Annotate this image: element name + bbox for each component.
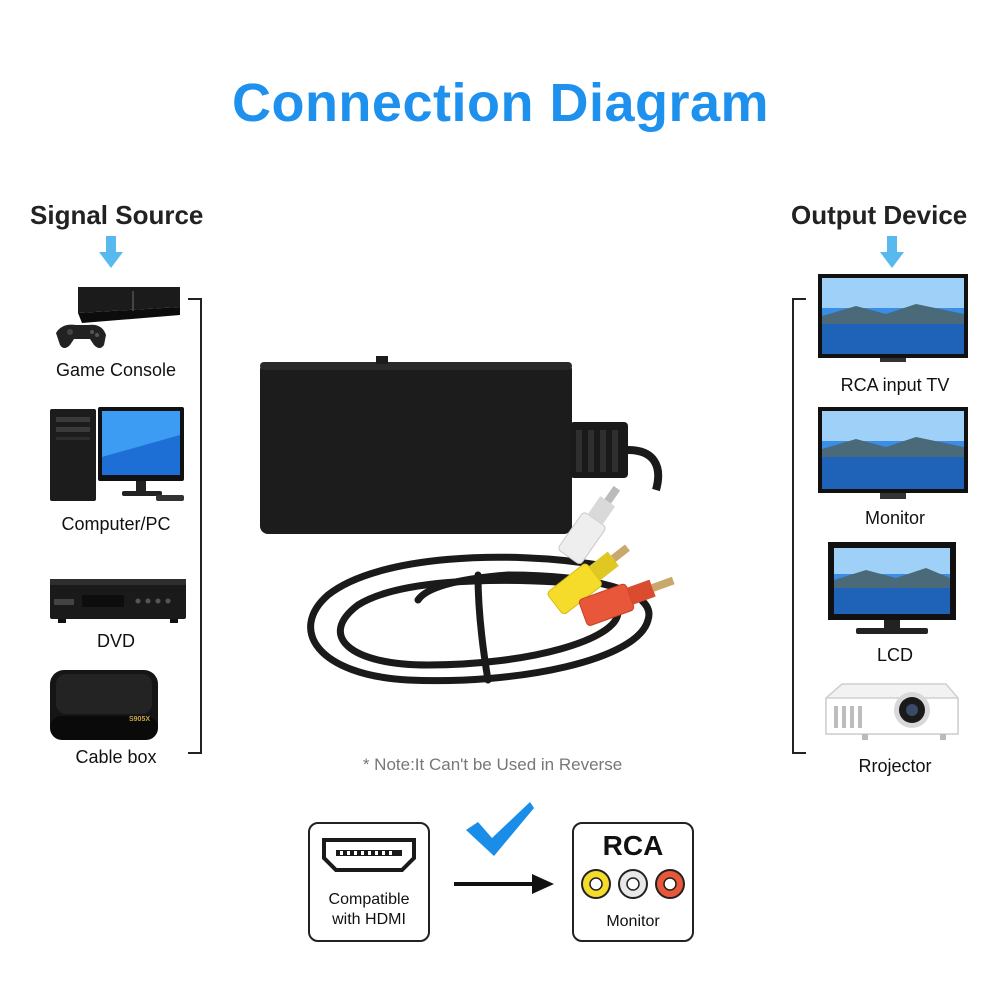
hdmi-to-rca-adapter [260, 356, 675, 685]
output-bracket [792, 298, 806, 754]
source-label-game-console: Game Console [55, 360, 177, 380]
projector-icon [825, 683, 959, 740]
output-label-projector: Rrojector [858, 756, 932, 776]
source-label-dvd: DVD [96, 631, 135, 651]
source-bracket [188, 298, 202, 754]
cable-box-icon [50, 670, 158, 740]
tv-icon [818, 274, 968, 362]
checkmark-icon [466, 802, 534, 856]
right-arrow-icon [454, 874, 554, 894]
down-arrow-icon [99, 236, 123, 268]
source-label-computer: Computer/PC [61, 514, 171, 534]
hdmi-input-box: Compatible with HDMI [308, 822, 430, 942]
rca-box-label: Monitor [606, 913, 660, 930]
monitor-icon [818, 407, 968, 499]
rca-output-box: RCA Monitor [572, 822, 694, 942]
hdmi-box-line2: with HDMI [332, 911, 406, 928]
output-label-monitor: Monitor [864, 508, 926, 528]
page-title: Connection Diagram [231, 73, 770, 133]
down-arrow-icon [880, 236, 904, 268]
signal-source-heading: Signal Source [30, 200, 204, 230]
output-device-heading: Output Device [791, 200, 968, 230]
output-label-lcd: LCD [876, 645, 913, 665]
reverse-note: * Note:It Can't be Used in Reverse [362, 755, 623, 774]
output-label-tv: RCA input TV [840, 375, 950, 395]
hdmi-box-line1: Compatible [328, 891, 410, 908]
lcd-icon [828, 542, 956, 634]
computer-icon [50, 407, 184, 501]
dvd-player-icon [50, 579, 186, 623]
source-label-cable-box: Cable box [75, 747, 157, 767]
cable-box-model-text: S905X [129, 716, 151, 723]
hdmi-port-icon [322, 838, 416, 872]
game-console-icon [56, 287, 180, 348]
rca-jacks-icon [581, 869, 685, 899]
rca-box-heading: RCA [602, 830, 664, 861]
